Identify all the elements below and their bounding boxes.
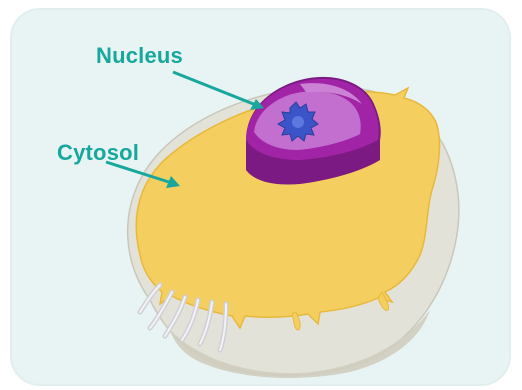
- nucleus: [246, 77, 381, 185]
- nucleus-arrow: [173, 72, 264, 110]
- nucleus-label: Nucleus: [96, 43, 183, 69]
- cytosol-label: Cytosol: [57, 140, 139, 166]
